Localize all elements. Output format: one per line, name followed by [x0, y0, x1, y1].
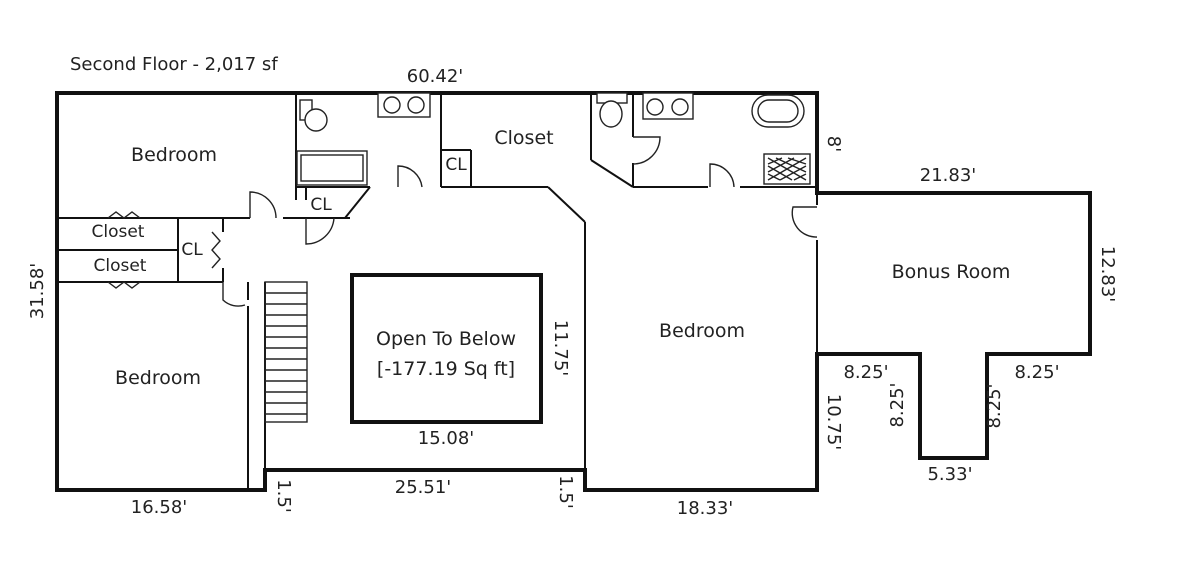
dim-ext-right-vertical: 8.25': [984, 383, 1005, 428]
open-to-below-area-label: [-177.19 Sq ft]: [377, 358, 515, 380]
room-label-bedroom-center: Bedroom: [659, 320, 745, 342]
interior-walls: [57, 93, 818, 490]
dim-open-height: 11.75': [550, 320, 571, 376]
dim-stair-offset-right: 1.5': [555, 475, 576, 509]
dimension-labels: 60.42' 31.58' 16.58' 1.5' 25.51' 1.5' 18…: [27, 66, 1118, 519]
dim-open-width: 15.08': [418, 428, 474, 449]
room-labels: Bedroom Bedroom Bedroom Bonus Room Close…: [92, 127, 1011, 389]
dim-bottom-left: 16.58': [131, 497, 187, 518]
dim-ext-bottom: 5.33': [927, 464, 972, 485]
room-label-closet-b: Closet: [94, 256, 147, 276]
dim-ext-left-vertical: 8.25': [887, 382, 908, 427]
dim-wall-right-lower: 10.75': [823, 394, 844, 450]
dim-top-width: 60.42': [407, 66, 463, 87]
room-label-cl-1: CL: [310, 195, 332, 215]
dim-bonus-height: 12.83': [1097, 246, 1118, 302]
room-label-bedroom-sw: Bedroom: [115, 367, 201, 389]
door-swings: [107, 136, 818, 307]
floor-title: Second Floor - 2,017 sf: [70, 54, 278, 75]
dim-bottom-middle: 25.51': [395, 477, 451, 498]
dim-ext-top-left: 8.25': [843, 362, 888, 383]
open-to-below-label: Open To Below: [376, 328, 516, 350]
dim-bottom-right: 18.33': [677, 498, 733, 519]
exterior-walls: [55, 91, 1092, 492]
bath-fixtures: [296, 92, 811, 186]
room-label-closet-top: Closet: [494, 127, 553, 149]
room-label-cl-2: CL: [445, 155, 467, 175]
dim-right-notch: 8': [823, 136, 844, 152]
open-to-below-area: [350, 273, 543, 424]
room-label-cl-3: CL: [181, 240, 203, 260]
room-label-bedroom-nw: Bedroom: [131, 144, 217, 166]
dim-bonus-width: 21.83': [920, 165, 976, 186]
dim-left-height: 31.58': [27, 263, 48, 319]
dim-ext-top-right: 8.25': [1014, 362, 1059, 383]
dim-stair-offset-left: 1.5': [273, 479, 294, 513]
room-label-bonus-room: Bonus Room: [892, 261, 1011, 283]
room-label-closet-a: Closet: [92, 222, 145, 242]
staircase: [264, 281, 308, 423]
